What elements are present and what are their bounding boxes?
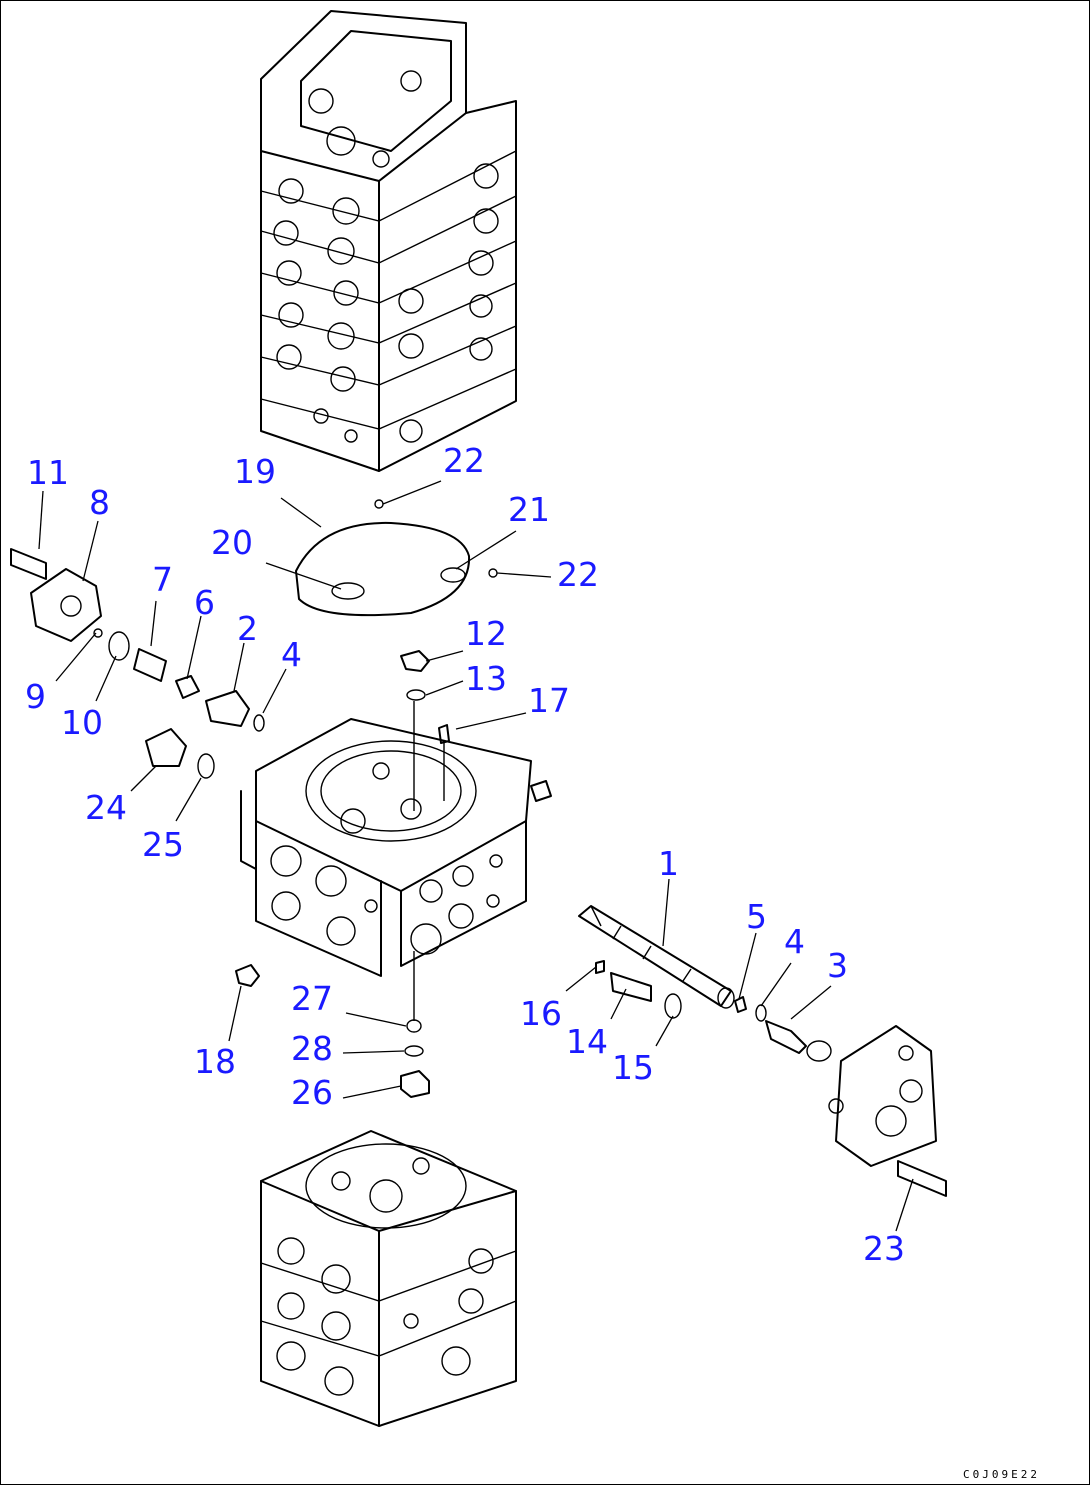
main-valve-section	[240, 718, 532, 977]
upper-valve-stack	[260, 10, 517, 472]
callout-26: 26	[291, 1073, 333, 1112]
gasket-plate	[295, 499, 498, 617]
callout-25: 25	[142, 825, 184, 864]
callout-7: 7	[152, 560, 173, 599]
callout-23: 23	[863, 1229, 905, 1268]
callout-5: 5	[746, 897, 767, 936]
callout-18: 18	[194, 1042, 236, 1081]
callout-6: 6	[194, 583, 215, 622]
callout-8: 8	[89, 483, 110, 522]
callout-9: 9	[25, 677, 46, 716]
callout-10: 10	[61, 703, 103, 742]
lower-valve-stack	[260, 1130, 517, 1427]
callout-11: 11	[27, 453, 69, 492]
callout-4-upper: 4	[281, 635, 302, 674]
leader-lines	[38, 480, 914, 1232]
callout-15: 15	[612, 1048, 654, 1087]
callout-22-upper: 22	[443, 441, 485, 480]
left-relief-parts	[10, 548, 265, 732]
callout-13: 13	[465, 659, 507, 698]
callout-21: 21	[508, 490, 550, 529]
callout-28: 28	[291, 1029, 333, 1068]
end-cover	[828, 1025, 947, 1197]
callout-4-lower: 4	[784, 922, 805, 961]
callout-22-right: 22	[557, 555, 599, 594]
callout-3: 3	[827, 946, 848, 985]
callout-20: 20	[211, 523, 253, 562]
callout-24: 24	[85, 788, 127, 827]
callout-14: 14	[566, 1022, 608, 1061]
callout-19: 19	[234, 452, 276, 491]
callout-16: 16	[520, 994, 562, 1033]
plug-and-oring-24-25	[145, 728, 215, 779]
callout-1: 1	[658, 844, 679, 883]
spool-assembly	[578, 905, 832, 1062]
callout-17: 17	[528, 681, 570, 720]
plug-seal-bolt-12-13-17	[400, 650, 552, 811]
callout-12: 12	[465, 614, 507, 653]
callout-2: 2	[237, 609, 258, 648]
diagram-code: C0J09E22	[963, 1468, 1040, 1481]
plugs-and-seals-lower	[235, 951, 430, 1098]
callout-labels: 11 8 7 6 2 4 9 10 19 22 20 21 22 12 13 1…	[25, 441, 905, 1268]
callout-27: 27	[291, 979, 333, 1018]
